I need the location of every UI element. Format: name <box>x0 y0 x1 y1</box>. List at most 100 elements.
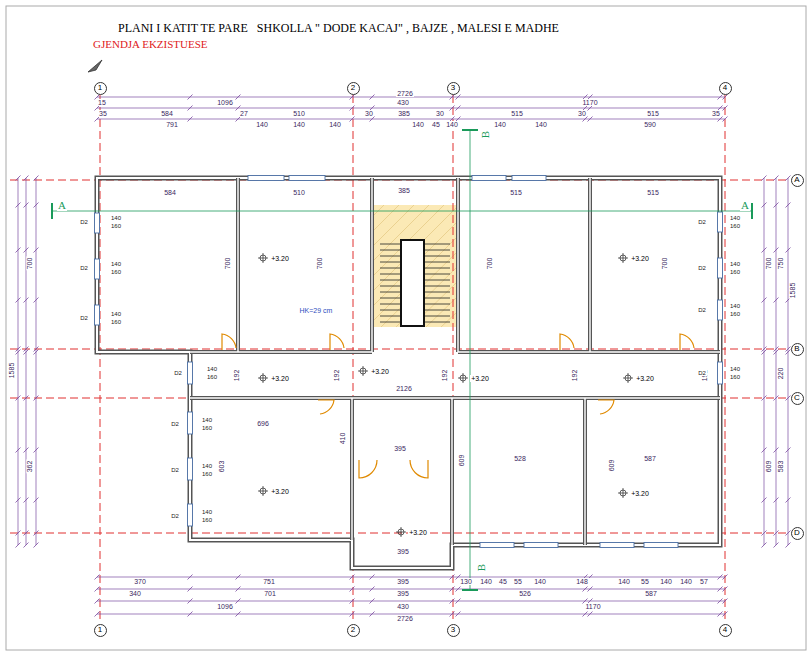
dimension-text: 140 <box>493 121 507 128</box>
dimension-text: 609 <box>609 458 616 472</box>
dimension-tick <box>786 543 791 548</box>
dimension-text: 2126 <box>395 385 413 392</box>
dimension-tick <box>456 95 461 100</box>
dimension-tick <box>450 612 455 617</box>
dimension-text: 526 <box>518 590 532 597</box>
window-tag: 160 <box>201 517 213 523</box>
dimension-tick <box>16 203 21 208</box>
plan-shape <box>188 504 193 526</box>
dimension-text: 700 <box>766 256 773 270</box>
dimension-tick <box>95 612 100 617</box>
dimension-tick <box>774 298 779 303</box>
plan-shape <box>718 212 723 232</box>
dimension-tick <box>16 448 21 453</box>
dimension-text: 395 <box>393 445 407 452</box>
window-tag: 140 <box>729 261 741 267</box>
plan-shape <box>472 176 506 181</box>
dimension-tick <box>370 599 375 604</box>
grid-bubble: 4 <box>719 624 732 637</box>
window-tag: 160 <box>110 319 122 325</box>
plan-shape <box>97 577 725 614</box>
dimension-tick <box>24 498 29 503</box>
dimension-lines <box>18 97 788 614</box>
dimension-tick <box>774 498 779 503</box>
dimension-tick <box>774 176 779 181</box>
dimension-tick <box>34 543 39 548</box>
dimension-tick <box>95 575 100 580</box>
window-tag: 140 <box>110 261 122 267</box>
subtitle: GJENDJA EKZISTUESE <box>92 39 209 50</box>
level-mark: +3.20 <box>470 375 490 382</box>
dimension-tick <box>370 575 375 580</box>
grid-label: 2 <box>351 84 355 92</box>
dimension-text: 1096 <box>216 603 234 610</box>
plan-shape <box>718 362 723 384</box>
dimension-tick <box>583 117 588 122</box>
dimension-text: 55 <box>640 578 650 585</box>
dimension-tick <box>786 176 791 181</box>
dimension-tick <box>236 599 241 604</box>
dimension-text: 370 <box>133 578 147 585</box>
level-mark: +3.20 <box>635 375 655 382</box>
dimension-text: 45 <box>498 578 508 585</box>
window-tag: D2 <box>697 307 707 313</box>
plan-shape <box>410 460 428 478</box>
window-tag: 160 <box>201 425 213 431</box>
dimension-text: 1585 <box>8 361 15 379</box>
plan-shape <box>380 244 400 322</box>
dimension-text: 140 <box>328 121 342 128</box>
dimension-text: 515 <box>646 189 660 196</box>
dimension-text: 340 <box>128 590 142 597</box>
dimension-text: 603 <box>219 459 226 473</box>
dimension-tick <box>188 106 193 111</box>
dimension-tick <box>450 599 455 604</box>
plan-shape <box>458 373 468 383</box>
dimension-tick <box>762 298 767 303</box>
plan-shape <box>680 334 694 350</box>
dimension-text: 587 <box>644 590 658 597</box>
dimension-tick <box>718 612 723 617</box>
dimension-text: 192 <box>442 368 449 382</box>
plan-shape <box>524 543 558 548</box>
dimension-tick <box>723 599 728 604</box>
plan-shape <box>190 178 720 545</box>
dimension-tick <box>236 612 241 617</box>
dimension-ticks <box>16 95 791 617</box>
dimension-text: 30 <box>364 110 374 117</box>
dimension-tick <box>450 575 455 580</box>
dimension-tick <box>16 298 21 303</box>
dimension-tick <box>786 396 791 401</box>
window-tag: 140 <box>729 303 741 309</box>
plan-shape <box>222 334 236 350</box>
dimension-text: 140 <box>411 121 425 128</box>
dimension-tick <box>16 350 21 355</box>
dimension-tick <box>786 448 791 453</box>
window-tag: D2 <box>79 219 89 225</box>
dimension-tick <box>588 106 593 111</box>
dimension-tick <box>718 575 723 580</box>
dimension-tick <box>774 448 779 453</box>
dimension-tick <box>188 575 193 580</box>
window-tag: D2 <box>697 219 707 225</box>
plan-shape <box>512 176 546 181</box>
grid-bubble: 1 <box>94 624 107 637</box>
dimension-tick <box>762 203 767 208</box>
level-mark: +3.20 <box>270 488 290 495</box>
grid-bubble: 2 <box>347 82 360 95</box>
window-tag: 160 <box>110 223 122 229</box>
plan-shape <box>330 334 344 350</box>
window-tag: 140 <box>206 366 218 372</box>
dimension-tick <box>95 117 100 122</box>
dimension-tick <box>350 95 355 100</box>
dimension-text: 395 <box>396 590 410 597</box>
grid-label: D <box>794 529 800 537</box>
dimension-tick <box>34 298 39 303</box>
dimension-text: 192 <box>234 368 241 382</box>
dimension-text: 750 <box>778 256 785 270</box>
dimension-text: 700 <box>225 256 232 270</box>
plan-shape <box>97 97 725 119</box>
dimension-tick <box>24 531 29 536</box>
dimension-text: 30 <box>577 110 587 117</box>
plan-shape <box>618 488 628 498</box>
dimension-tick <box>16 396 21 401</box>
